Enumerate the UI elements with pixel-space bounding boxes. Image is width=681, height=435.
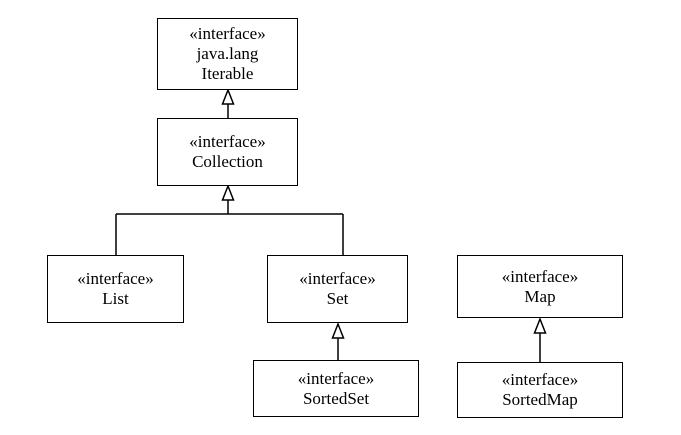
- stereotype-label: «interface»: [501, 370, 579, 389]
- interface-name: Set: [326, 289, 349, 308]
- interface-box-iterable: «interface» java.lang Iterable: [157, 18, 298, 90]
- stereotype-label: «interface»: [77, 269, 154, 288]
- interface-name: SortedMap: [502, 390, 578, 409]
- inheritance-arrowhead-icon: [331, 321, 345, 339]
- interface-name: Collection: [192, 152, 263, 171]
- interface-box-set: «interface» Set: [267, 255, 408, 323]
- interface-name: SortedSet: [302, 388, 370, 408]
- interface-name: Map: [524, 286, 556, 306]
- stereotype-label: «interface»: [501, 266, 579, 286]
- stereotype-label: «interface»: [189, 24, 266, 43]
- stereotype-label: «interface»: [189, 132, 266, 151]
- interface-box-sortedmap: «interface» SortedMap: [457, 362, 623, 418]
- package-label: java.lang: [196, 44, 259, 63]
- inheritance-arrowhead-icon: [221, 183, 235, 201]
- inheritance-arrowhead-icon: [533, 316, 547, 334]
- interface-name: Iterable: [201, 64, 254, 83]
- interface-box-map: «interface» Map: [457, 255, 623, 318]
- interface-box-collection: «interface» Collection: [157, 118, 298, 186]
- interface-name: List: [102, 289, 129, 308]
- stereotype-label: «interface»: [297, 368, 375, 388]
- interface-box-sortedset: «interface» SortedSet: [253, 360, 419, 417]
- stereotype-label: «interface»: [299, 269, 376, 288]
- interface-box-list: «interface» List: [47, 255, 184, 323]
- inheritance-arrowhead-icon: [221, 87, 235, 105]
